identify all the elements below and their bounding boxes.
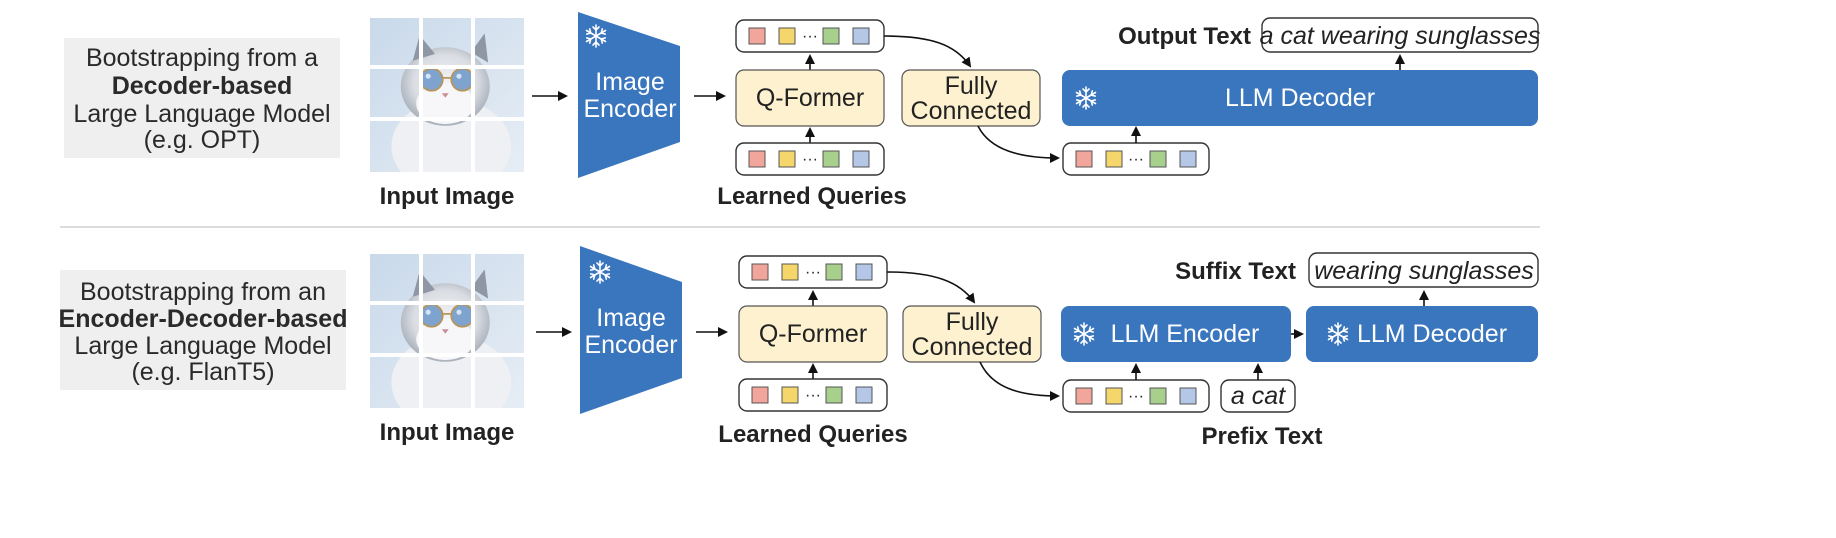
- query-token: [855, 386, 873, 404]
- query-token: [852, 27, 870, 45]
- query-token: [1149, 387, 1167, 405]
- llm-decoder-box: LLM Decoder: [1306, 306, 1538, 362]
- query-token: [751, 386, 769, 404]
- fully-connected-box: Fully Connected: [902, 305, 1042, 363]
- query-token: [781, 386, 799, 404]
- query-token: [1179, 150, 1197, 168]
- llm-decoder-label: LLM Decoder: [1357, 320, 1507, 348]
- query-token: [781, 263, 799, 281]
- qformer-label: Q-Former: [756, 84, 864, 112]
- suffix-text-label: Suffix Text: [1175, 258, 1296, 285]
- arrow-fc-to-projected-tokens: [977, 125, 1060, 163]
- learned-query-tokens: ···: [735, 142, 885, 176]
- query-token: [778, 27, 796, 45]
- input-image-label: Input Image: [380, 183, 515, 210]
- query-token: [778, 150, 796, 168]
- token-ellipsis: ···: [805, 264, 821, 281]
- output-text-label: Output Text: [1118, 23, 1251, 50]
- input-image-label: Input Image: [380, 419, 515, 446]
- llm-decoder-box: LLM Decoder: [1062, 70, 1538, 126]
- description-box: Bootstrapping from a Decoder-based Large…: [64, 38, 340, 158]
- qformer-box: Q-Former: [738, 305, 888, 363]
- query-token: [825, 386, 843, 404]
- description-line-3: Large Language Model: [74, 332, 331, 360]
- query-token: [748, 27, 766, 45]
- query-token: [1075, 387, 1093, 405]
- image-encoder-label-2: Encoder: [584, 331, 677, 359]
- query-token: [1105, 387, 1123, 405]
- input-image: [370, 254, 524, 408]
- token-ellipsis: ···: [805, 387, 821, 404]
- projected-tokens: ···: [1062, 142, 1210, 176]
- fc-label-1: Fully: [945, 72, 998, 100]
- output-text-value: a cat wearing sunglasses: [1260, 22, 1541, 50]
- arrow-tokens-to-fc: [883, 35, 972, 68]
- prefix-text-box: a cat: [1220, 379, 1296, 413]
- description-line-1: Bootstrapping from an: [80, 278, 326, 306]
- fc-label-1: Fully: [946, 308, 999, 336]
- projected-tokens: ···: [1062, 379, 1210, 413]
- query-token: [1075, 150, 1093, 168]
- image-encoder-label-2: Encoder: [583, 95, 676, 123]
- suffix-text-box: wearing sunglasses: [1308, 252, 1539, 288]
- query-token: [1179, 387, 1197, 405]
- arrow-fc-to-projected-tokens: [979, 361, 1060, 401]
- learned-queries-label: Learned Queries: [717, 183, 906, 210]
- token-ellipsis: ···: [802, 28, 818, 45]
- description-line-4: (e.g. FlanT5): [131, 358, 274, 386]
- output-text-box: a cat wearing sunglasses: [1260, 17, 1541, 53]
- row-decoder-based: Bootstrapping from a Decoder-based Large…: [64, 12, 1540, 210]
- query-token: [825, 263, 843, 281]
- input-image: [370, 18, 524, 172]
- qformer-box: Q-Former: [735, 69, 885, 127]
- fc-label-2: Connected: [912, 333, 1033, 361]
- query-token: [855, 263, 873, 281]
- token-ellipsis: ···: [1128, 151, 1144, 168]
- learned-queries-label: Learned Queries: [718, 421, 907, 448]
- query-token: [822, 27, 840, 45]
- description-line-1: Bootstrapping from a: [86, 44, 318, 72]
- image-encoder: Image Encoder: [578, 12, 680, 178]
- fc-label-2: Connected: [911, 97, 1032, 125]
- description-line-4: (e.g. OPT): [144, 126, 261, 154]
- description-line-2: Encoder-Decoder-based: [59, 305, 348, 333]
- query-token: [751, 263, 769, 281]
- description-line-2: Decoder-based: [112, 72, 293, 100]
- qformer-label: Q-Former: [759, 320, 867, 348]
- description-line-3: Large Language Model: [73, 100, 330, 128]
- llm-encoder-label: LLM Encoder: [1111, 320, 1260, 348]
- image-encoder-label-1: Image: [595, 68, 664, 96]
- suffix-text-value: wearing sunglasses: [1314, 257, 1534, 285]
- prefix-text-value: a cat: [1231, 382, 1286, 410]
- query-token: [822, 150, 840, 168]
- token-ellipsis: ···: [802, 151, 818, 168]
- llm-decoder-label: LLM Decoder: [1225, 84, 1375, 112]
- query-token: [852, 150, 870, 168]
- arrow-tokens-to-fc: [886, 271, 976, 304]
- query-output-tokens: ···: [735, 19, 885, 53]
- query-token: [748, 150, 766, 168]
- prefix-text-label: Prefix Text: [1202, 423, 1323, 450]
- llm-encoder-box: LLM Encoder: [1061, 306, 1291, 362]
- query-token: [1149, 150, 1167, 168]
- image-encoder: Image Encoder: [580, 246, 682, 414]
- query-output-tokens: ···: [738, 255, 888, 289]
- image-encoder-label-1: Image: [596, 304, 665, 332]
- learned-query-tokens: ···: [738, 378, 888, 412]
- query-token: [1105, 150, 1123, 168]
- fully-connected-box: Fully Connected: [901, 69, 1041, 127]
- row-encoder-decoder-based: Bootstrapping from an Encoder-Decoder-ba…: [59, 246, 1539, 450]
- token-ellipsis: ···: [1128, 388, 1144, 405]
- description-box: Bootstrapping from an Encoder-Decoder-ba…: [59, 270, 348, 390]
